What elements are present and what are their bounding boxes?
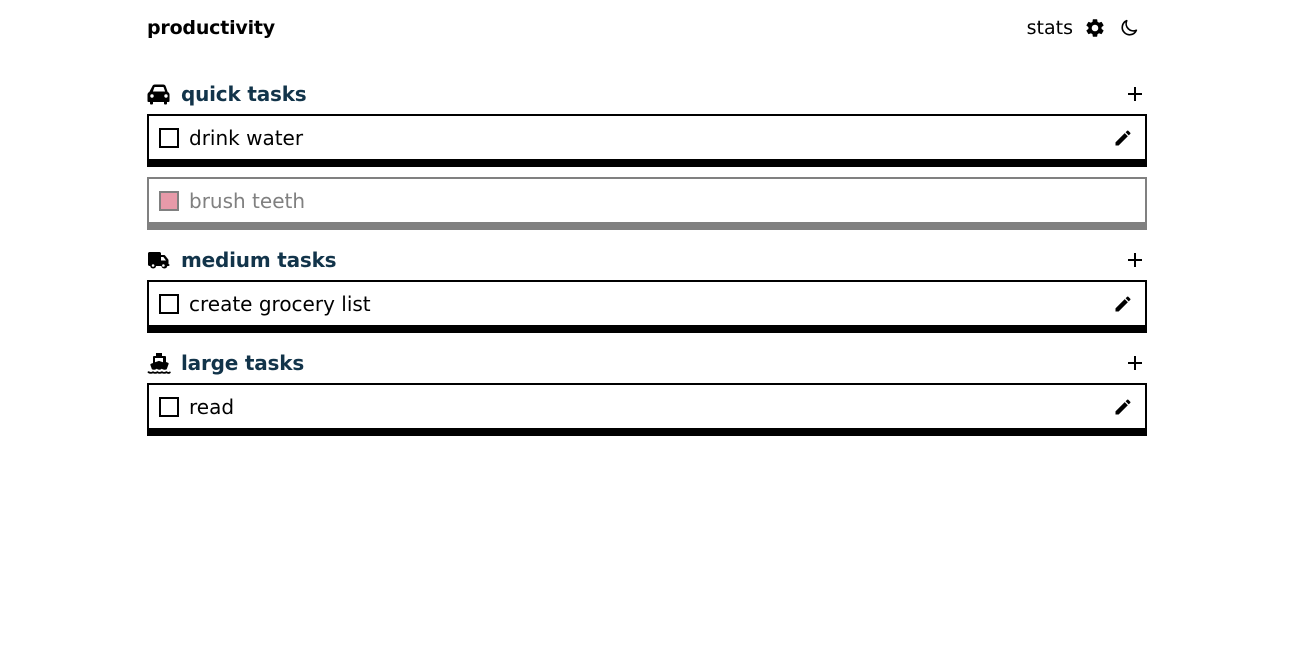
- section-title: large tasks: [181, 351, 305, 375]
- task-checkbox-checked[interactable]: [159, 190, 179, 211]
- ship-icon: [147, 351, 171, 375]
- task-checkbox[interactable]: [159, 396, 179, 417]
- top-actions: stats: [1027, 16, 1147, 40]
- moon-icon[interactable]: [1117, 16, 1141, 40]
- car-icon: [147, 82, 171, 106]
- pencil-icon[interactable]: [1111, 292, 1135, 316]
- section-large-tasks: large tasks read: [147, 343, 1147, 436]
- task-label: create grocery list: [189, 291, 371, 316]
- task-label: drink water: [189, 125, 304, 150]
- pencil-icon[interactable]: [1111, 395, 1135, 419]
- task-checkbox[interactable]: [159, 293, 179, 314]
- add-task-button[interactable]: [1123, 82, 1147, 106]
- gear-icon[interactable]: [1083, 16, 1107, 40]
- section-medium-tasks: medium tasks create grocery list: [147, 240, 1147, 333]
- app-title: productivity: [147, 17, 275, 39]
- task-label: read: [189, 394, 235, 419]
- section-title: medium tasks: [181, 248, 337, 272]
- task-item: read: [147, 383, 1147, 436]
- top-bar: productivity stats: [147, 0, 1147, 56]
- section-quick-tasks: quick tasks drink water brush teeth: [147, 74, 1147, 230]
- section-header: large tasks: [147, 343, 1147, 383]
- section-title-wrap: large tasks: [147, 351, 304, 375]
- task-checkbox[interactable]: [159, 127, 179, 148]
- section-header: quick tasks: [147, 74, 1147, 114]
- pencil-icon[interactable]: [1111, 126, 1135, 150]
- task-label: brush teeth: [189, 188, 306, 213]
- add-task-button[interactable]: [1123, 248, 1147, 272]
- section-title: quick tasks: [181, 82, 307, 106]
- section-title-wrap: quick tasks: [147, 82, 307, 106]
- section-title-wrap: medium tasks: [147, 248, 337, 272]
- app-page: productivity stats: [147, 0, 1147, 436]
- task-item-completed: brush teeth: [147, 177, 1147, 230]
- stats-link[interactable]: stats: [1026, 17, 1073, 39]
- add-task-button[interactable]: [1123, 351, 1147, 375]
- section-header: medium tasks: [147, 240, 1147, 280]
- truck-icon: [147, 248, 171, 272]
- task-item: drink water: [147, 114, 1147, 167]
- task-item: create grocery list: [147, 280, 1147, 333]
